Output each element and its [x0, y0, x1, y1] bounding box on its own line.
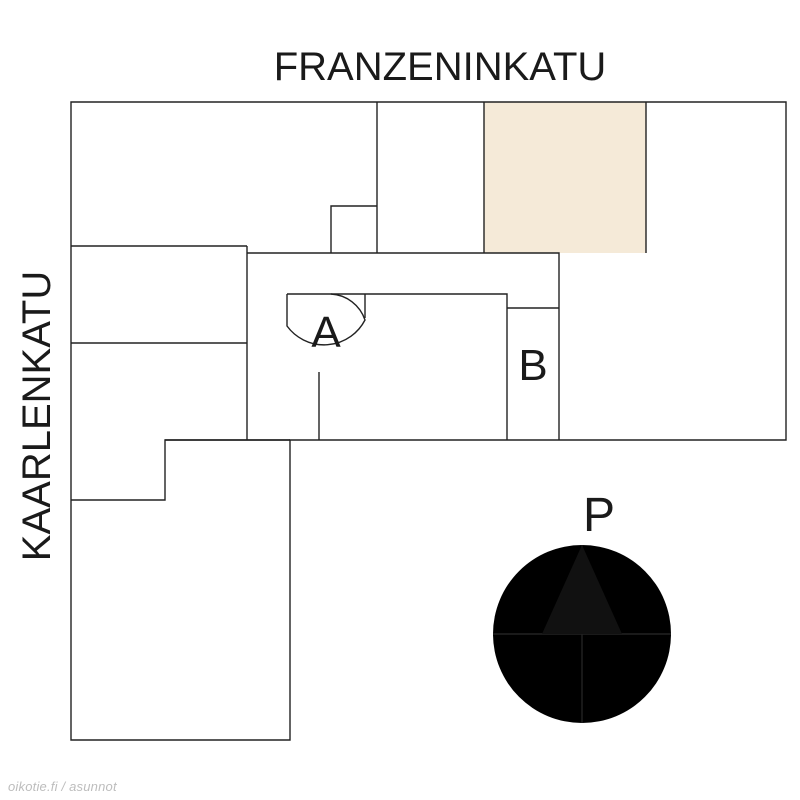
watermark: oikotie.fi / asunnot: [8, 779, 117, 794]
street-label-north: FRANZENINKATU: [274, 45, 607, 89]
stairwell-a-outline: [286, 293, 366, 346]
highlighted-apartment: [484, 102, 646, 253]
stairwell-b-label: B: [518, 341, 547, 390]
compass-arrow-icon: [542, 545, 622, 634]
block-outline: [70, 101, 787, 741]
street-label-west: KAARLENKATU: [15, 271, 59, 561]
compass-north-label: P: [583, 489, 615, 542]
building-outlines: [70, 101, 787, 741]
stairwell-a-label: A: [311, 308, 341, 357]
